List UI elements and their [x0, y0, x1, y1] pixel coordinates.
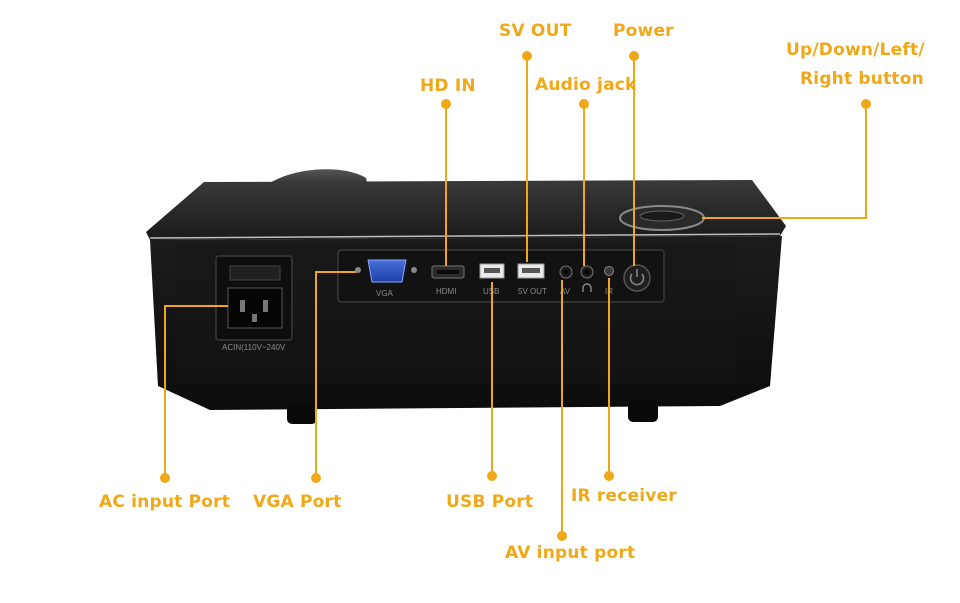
power-icon: [629, 269, 645, 286]
power-button[interactable]: [623, 264, 651, 292]
callout-power: Power: [613, 21, 674, 41]
headphone-icon: [582, 283, 592, 292]
foot-right: [628, 400, 658, 422]
panel-label-av: AV: [560, 287, 571, 296]
callout-audio-jack: Audio jack: [535, 75, 637, 95]
callout-dots: [160, 51, 871, 541]
vga-port[interactable]: [367, 259, 407, 283]
ir-sensor: [604, 266, 614, 276]
panel-label-sv-out: 5V OUT: [518, 287, 547, 296]
ac-input-module: ACIN(110V~240V: [215, 255, 293, 352]
callout-updown: Up/Down/Left/: [786, 40, 925, 60]
callout-updown-line2: Right button: [800, 69, 924, 89]
callout-vga-port: VGA Port: [253, 492, 342, 512]
foot-left: [287, 402, 317, 424]
panel-label-vga: VGA: [376, 289, 394, 298]
callout-lines: [164, 56, 867, 536]
panel-label-hdmi: HDMI: [436, 287, 456, 296]
callout-hd-in: HD IN: [420, 76, 476, 96]
ac-rating-label: ACIN(110V~240V: [222, 343, 286, 352]
callout-usb-port: USB Port: [446, 492, 534, 512]
callout-av-input: AV input port: [505, 543, 636, 563]
callout-sv-out: SV OUT: [499, 21, 572, 41]
callout-ir-receiver: IR receiver: [571, 486, 677, 506]
callout-ac-input: AC input Port: [99, 492, 231, 512]
